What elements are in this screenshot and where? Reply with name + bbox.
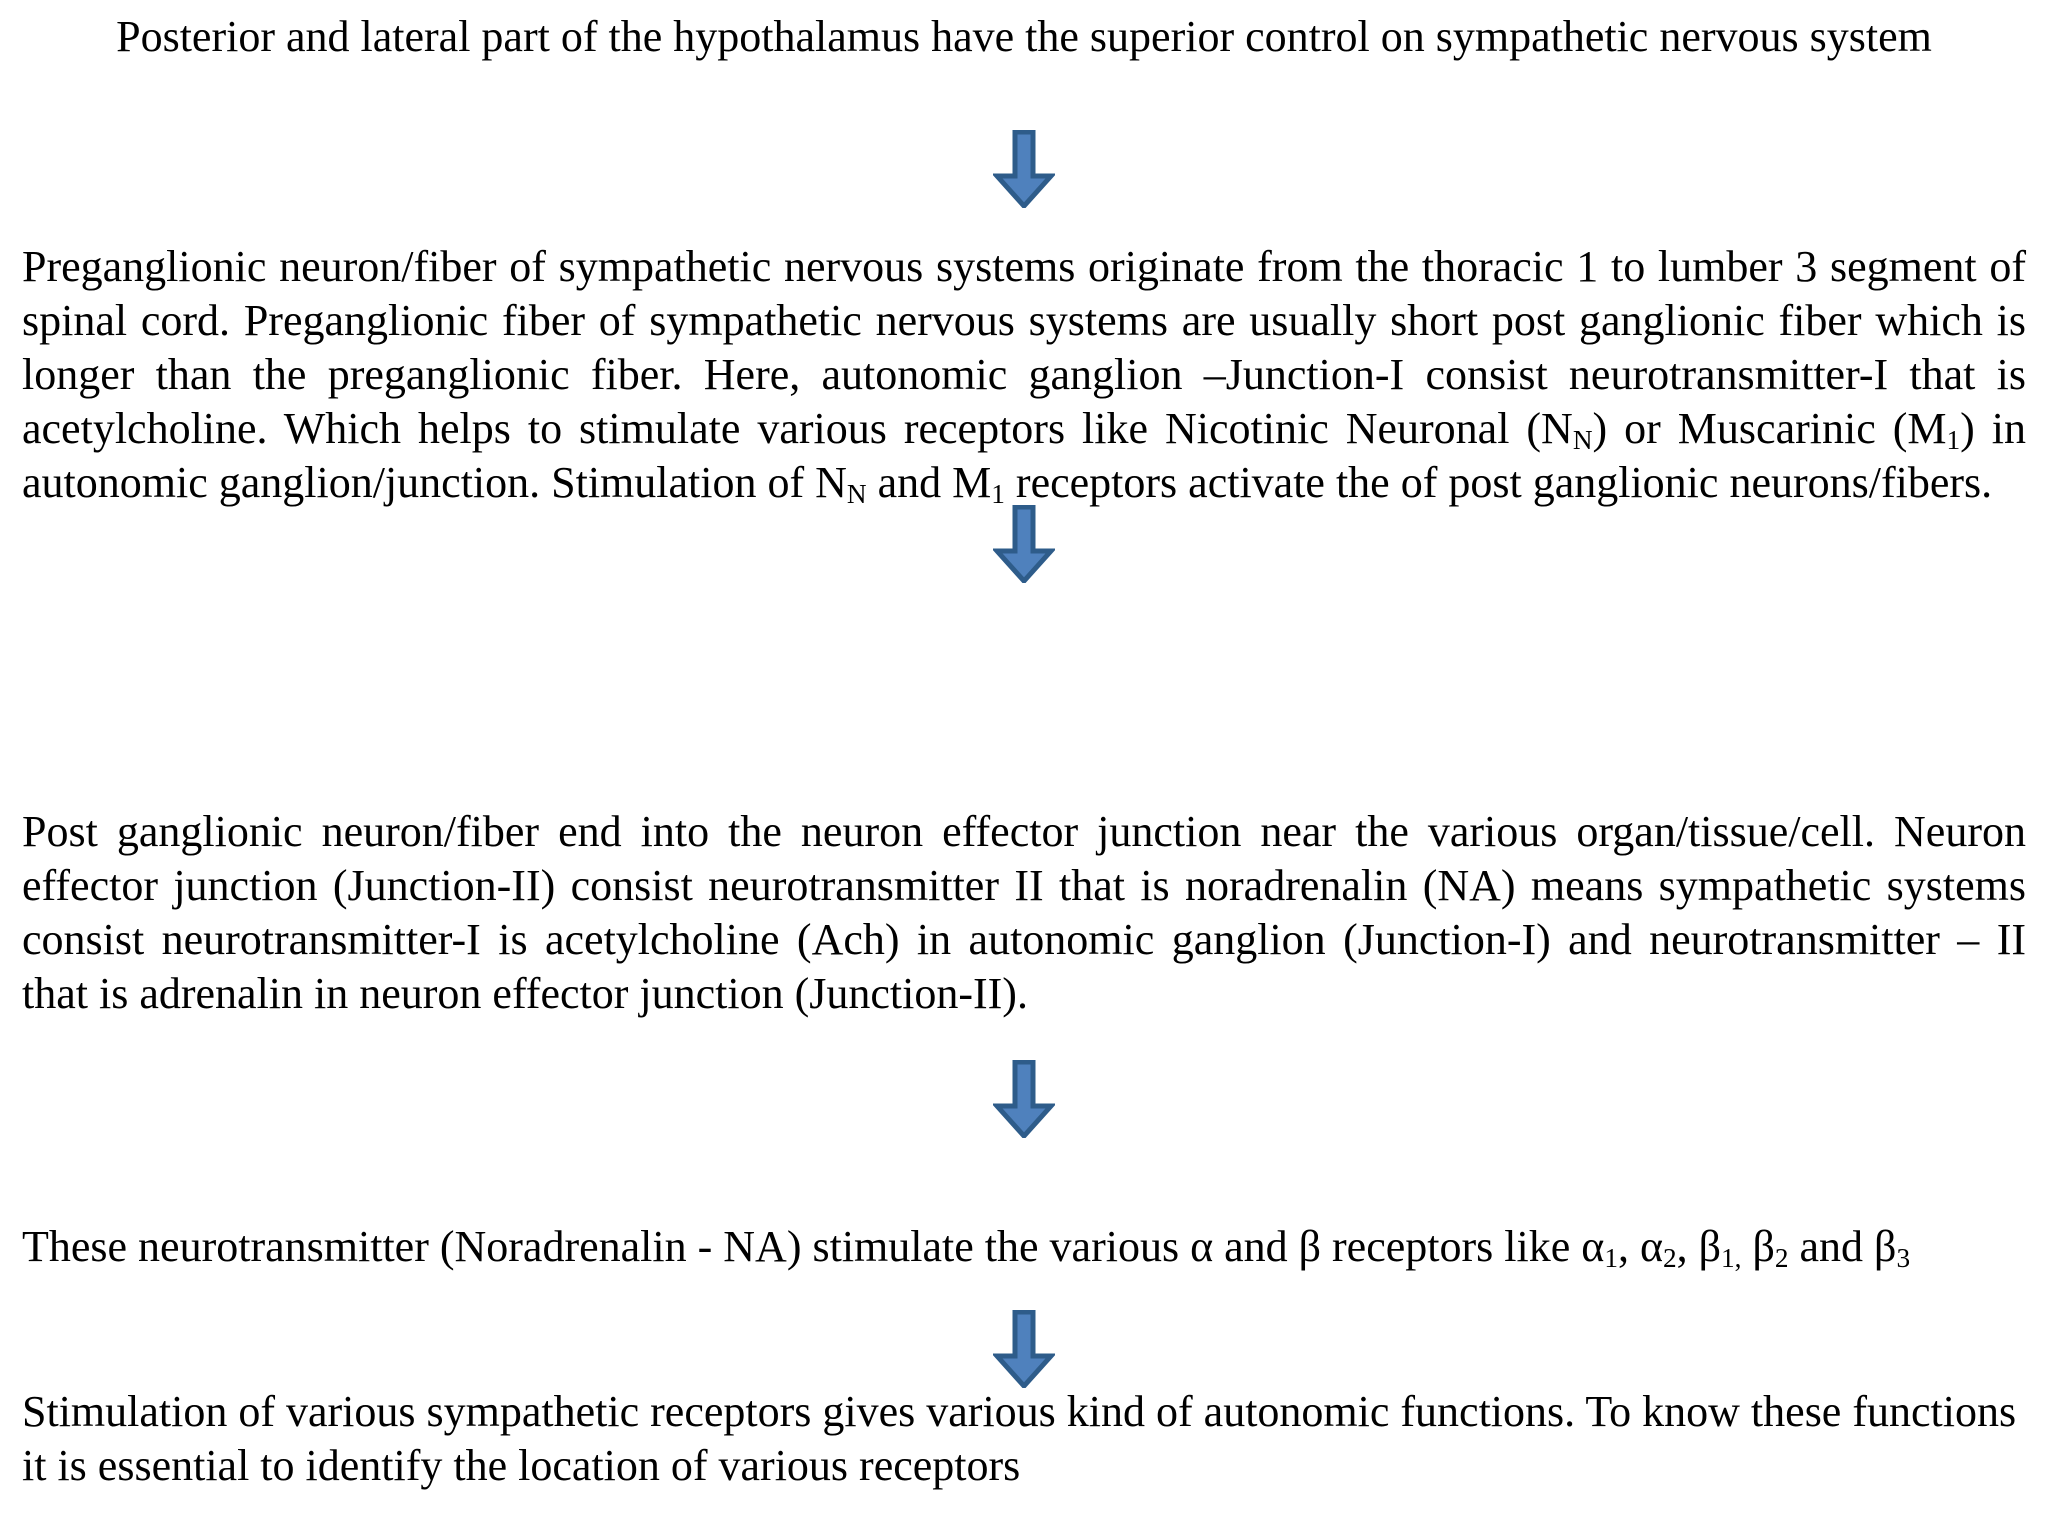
down-arrow-icon bbox=[993, 1310, 1055, 1388]
block-3-text: Post ganglionic neuron/fiber end into th… bbox=[22, 807, 2026, 1018]
block-2-text: Preganglionic neuron/fiber of sympatheti… bbox=[22, 242, 2026, 509]
down-arrow-icon bbox=[993, 505, 1055, 583]
hypothalamus-control-statement: Posterior and lateral part of the hypoth… bbox=[22, 10, 2026, 64]
receptor-types-paragraph: These neurotransmitter (Noradrenalin - N… bbox=[22, 1220, 2026, 1274]
preganglionic-fiber-paragraph: Preganglionic neuron/fiber of sympatheti… bbox=[22, 240, 2026, 509]
postganglionic-fiber-paragraph: Post ganglionic neuron/fiber end into th… bbox=[22, 805, 2026, 1021]
autonomic-functions-paragraph: Stimulation of various sympathetic recep… bbox=[22, 1385, 2026, 1493]
block-1-text: Posterior and lateral part of the hypoth… bbox=[116, 12, 1932, 61]
down-arrow-1-container bbox=[0, 130, 2048, 208]
down-arrow-icon bbox=[993, 1060, 1055, 1138]
down-arrow-4-container bbox=[0, 1310, 2048, 1388]
block-5-text: Stimulation of various sympathetic recep… bbox=[22, 1387, 2017, 1490]
block-4-text: These neurotransmitter (Noradrenalin - N… bbox=[22, 1222, 1911, 1273]
down-arrow-2-container bbox=[0, 505, 2048, 583]
down-arrow-icon bbox=[993, 130, 1055, 208]
down-arrow-3-container bbox=[0, 1060, 2048, 1138]
